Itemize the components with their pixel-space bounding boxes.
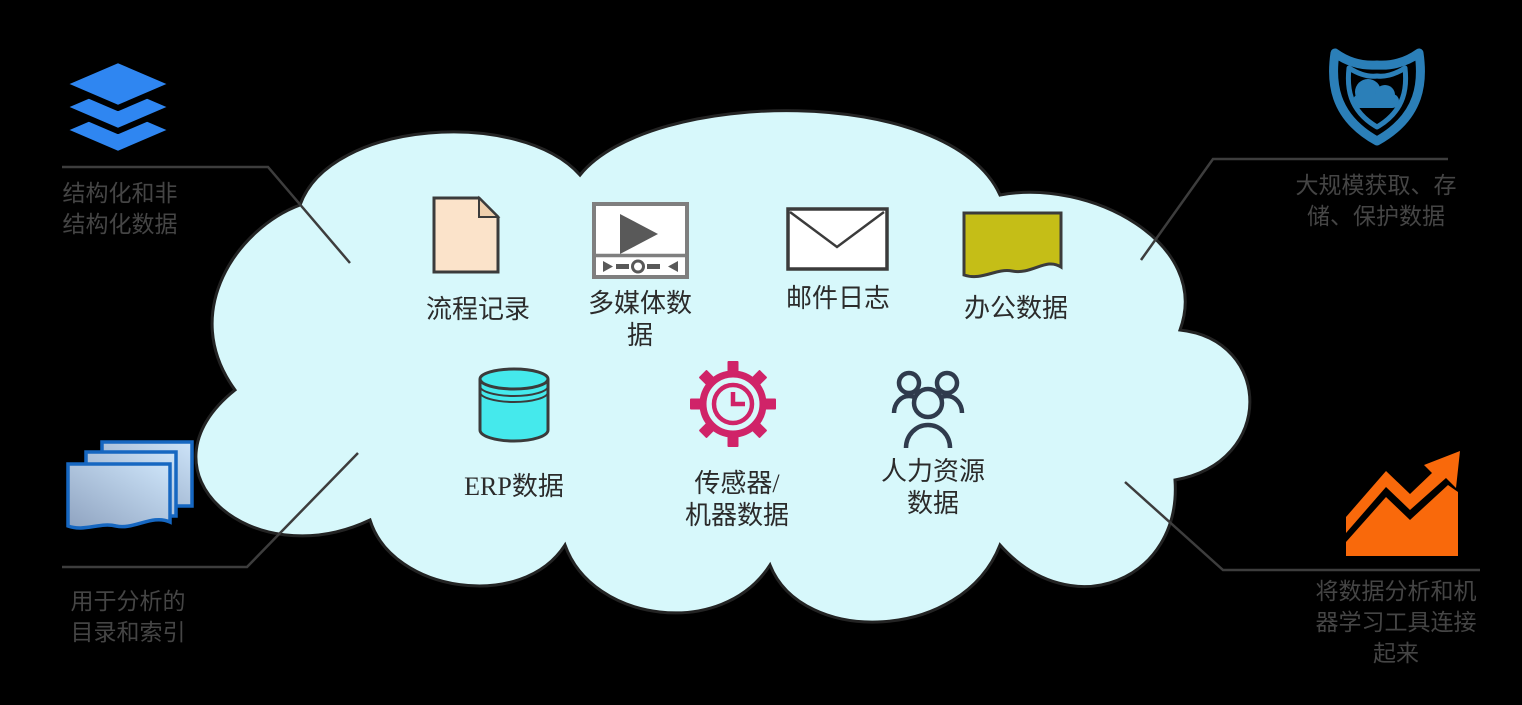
label-line: 人力资源 [880,457,985,486]
caption-line: 器学习工具连接 [1315,609,1477,635]
label-line: 办公数据 [963,294,1068,323]
connector-line-top-right [1139,157,1448,261]
label-line: 多媒体数 [587,289,692,318]
media-player-icon [592,202,689,279]
stacked-documents-icon [66,440,194,530]
cloud-item-label-office-data: 办公数据 [936,293,1096,325]
label-line: 邮件日志 [785,284,890,313]
cloud-item-label-sensor-machine-data: 传感器/ 机器数据 [657,468,817,532]
growth-chart-icon [1346,451,1460,556]
connector-line-bottom-left [62,452,359,569]
player-controls [603,261,678,272]
layers-icon [59,57,177,157]
label-line: 数据 [906,489,959,518]
document-icon [432,195,501,274]
connector-line-top-left [62,165,351,264]
clock-face-icon [711,382,755,426]
connector-line-bottom-right [1124,481,1480,572]
label-line: ERP数据 [464,472,564,501]
cloud-item-label-erp-data: ERP数据 [434,471,594,503]
caption-line: 用于分析的 [70,588,186,614]
corner-caption-top-right: 大规模获取、存 储、保护数据 [1276,170,1476,232]
envelope-icon [786,207,889,271]
clock-hands-icon [730,392,745,407]
office-document-icon [962,211,1063,278]
corner-caption-bottom-right: 将数据分析和机 器学习工具连接 起来 [1296,576,1496,669]
caption-line: 起来 [1373,640,1419,666]
cloud-item-label-process-records: 流程记录 [398,294,558,326]
cloud-item-label-email-logs: 邮件日志 [758,283,918,315]
caption-line: 将数据分析和机 [1315,578,1477,604]
play-icon [620,214,658,254]
caption-line: 大规模获取、存 [1295,172,1457,198]
slider-knob-icon [631,259,645,274]
caption-line: 目录和索引 [70,619,186,645]
corner-caption-top-left: 结构化和非 结构化数据 [20,178,220,240]
cloud-item-label-hr-data: 人力资源 数据 [853,456,1013,520]
label-line: 传感器/ [694,469,780,498]
cloud-glyph [1353,79,1399,108]
caption-line: 结构化和非 [62,180,178,206]
people-icon [891,370,965,449]
shield-cloud-icon [1329,48,1425,146]
label-line: 流程记录 [425,295,530,324]
caption-line: 储、保护数据 [1307,203,1445,229]
label-line: 据 [626,321,653,350]
caption-line: 结构化数据 [62,211,178,237]
gear-clock-icon [690,361,776,447]
label-line: 机器数据 [684,501,789,530]
corner-caption-bottom-left: 用于分析的 目录和索引 [28,586,228,648]
cloud-item-label-multimedia: 多媒体数 据 [560,288,720,352]
database-icon [478,367,550,443]
